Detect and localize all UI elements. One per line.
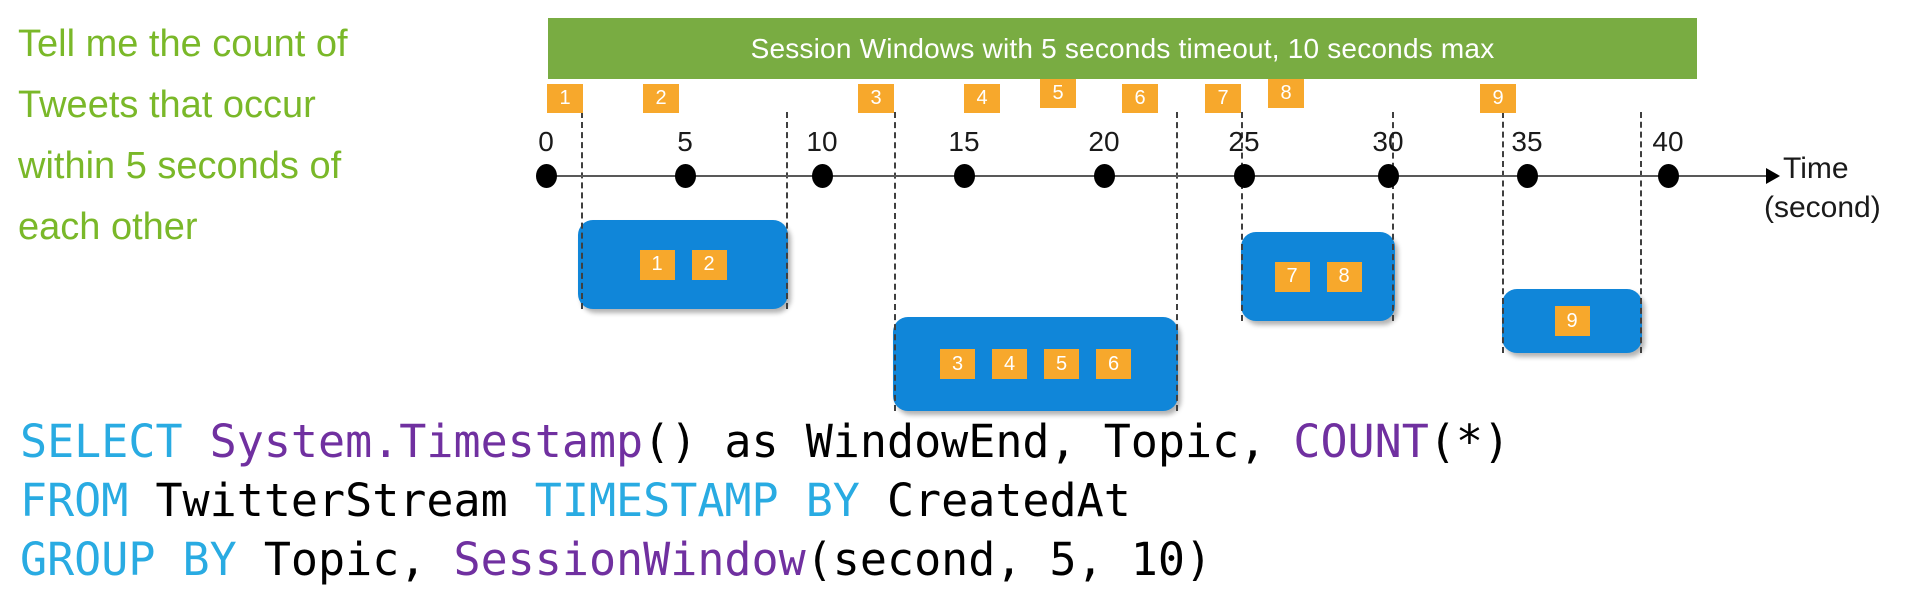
time-axis-unit-label: (second) — [1764, 191, 1881, 224]
sql-token-plain: (*) — [1428, 415, 1511, 468]
window-event-5: 5 — [1044, 349, 1079, 379]
time-axis-label: Time — [1783, 152, 1849, 185]
sql-token-plain: () as WindowEnd, Topic, — [643, 415, 1294, 468]
window-boundary-line — [1176, 112, 1178, 411]
tick-dot-25 — [1234, 164, 1255, 188]
sql-token-kw: GROUP BY — [20, 533, 237, 586]
window-boundary-line — [894, 112, 896, 411]
tick-label-40: 40 — [1652, 126, 1684, 157]
sql-token-kw: FROM — [20, 474, 129, 527]
window-boundary-line — [1241, 112, 1243, 321]
window-event-9: 9 — [1554, 306, 1590, 336]
query-description-line: Tweets that occur — [18, 84, 316, 126]
tick-label-35: 35 — [1511, 126, 1543, 157]
tick-label-0: 0 — [538, 126, 554, 157]
tick-label-15: 15 — [948, 126, 980, 157]
event-marker-9: 9 — [1480, 84, 1516, 113]
event-marker-6: 6 — [1122, 84, 1158, 113]
sql-token-plain: CreatedAt — [859, 474, 1131, 527]
window-boundary-line — [1640, 112, 1642, 353]
query-description: Tell me the count of Tweets that occur w… — [18, 14, 438, 258]
tick-dot-20 — [1094, 164, 1115, 188]
sql-token-fn: SessionWindow — [453, 533, 806, 586]
sql-token-plain: (second, 5, 10) — [805, 533, 1213, 586]
window-event-1: 1 — [639, 249, 675, 280]
event-marker-8: 8 — [1268, 79, 1304, 108]
session-windows-banner: Session Windows with 5 seconds timeout, … — [548, 18, 1697, 79]
session-window-4: 9 — [1502, 289, 1642, 353]
window-boundary-line — [1502, 112, 1504, 353]
query-description-line: each other — [18, 206, 198, 248]
tick-dot-15 — [954, 164, 975, 188]
tick-label-20: 20 — [1088, 126, 1120, 157]
sql-token-plain: TwitterStream — [128, 474, 535, 527]
tick-dot-30 — [1378, 164, 1399, 188]
sql-token-fn: System.Timestamp — [209, 415, 644, 468]
sql-token-plain — [183, 415, 210, 468]
sql-token-kw: SELECT — [20, 415, 183, 468]
sql-code-line: GROUP BY Topic, SessionWindow(second, 5,… — [20, 530, 1510, 589]
event-marker-1: 1 — [547, 84, 583, 113]
event-marker-7: 7 — [1205, 84, 1241, 113]
event-marker-4: 4 — [964, 84, 1000, 113]
window-event-8: 8 — [1326, 261, 1362, 292]
query-description-line: Tell me the count of — [18, 23, 348, 65]
session-windows-banner-label: Session Windows with 5 seconds timeout, … — [750, 32, 1495, 64]
window-event-3: 3 — [940, 349, 975, 379]
window-event-2: 2 — [691, 249, 727, 280]
tick-label-25: 25 — [1228, 126, 1260, 157]
window-event-6: 6 — [1096, 349, 1131, 379]
sql-code-line: FROM TwitterStream TIMESTAMP BY CreatedA… — [20, 471, 1510, 530]
tick-dot-35 — [1517, 164, 1538, 188]
sql-token-plain: Topic, — [236, 533, 454, 586]
window-event-7: 7 — [1274, 261, 1310, 292]
window-boundary-line — [1392, 112, 1394, 321]
sql-query-code: SELECT System.Timestamp() as WindowEnd, … — [20, 412, 1510, 589]
tick-label-5: 5 — [677, 126, 693, 157]
sql-token-fn: COUNT — [1293, 415, 1429, 468]
time-axis-line — [538, 175, 1768, 177]
window-boundary-line — [581, 112, 583, 309]
time-axis-arrow-icon — [1766, 168, 1780, 184]
event-marker-3: 3 — [858, 84, 894, 113]
tick-label-10: 10 — [806, 126, 838, 157]
sql-token-kw: TIMESTAMP BY — [534, 474, 860, 527]
sql-code-line: SELECT System.Timestamp() as WindowEnd, … — [20, 412, 1510, 471]
tick-dot-40 — [1658, 164, 1679, 188]
tick-dot-10 — [812, 164, 833, 188]
event-marker-2: 2 — [643, 84, 679, 113]
window-boundary-line — [786, 112, 788, 309]
tick-dot-5 — [675, 164, 696, 188]
query-description-line: within 5 seconds of — [18, 145, 342, 187]
window-event-4: 4 — [992, 349, 1027, 379]
tick-dot-0 — [536, 164, 557, 188]
event-marker-5: 5 — [1040, 79, 1076, 108]
tick-label-30: 30 — [1372, 126, 1404, 157]
